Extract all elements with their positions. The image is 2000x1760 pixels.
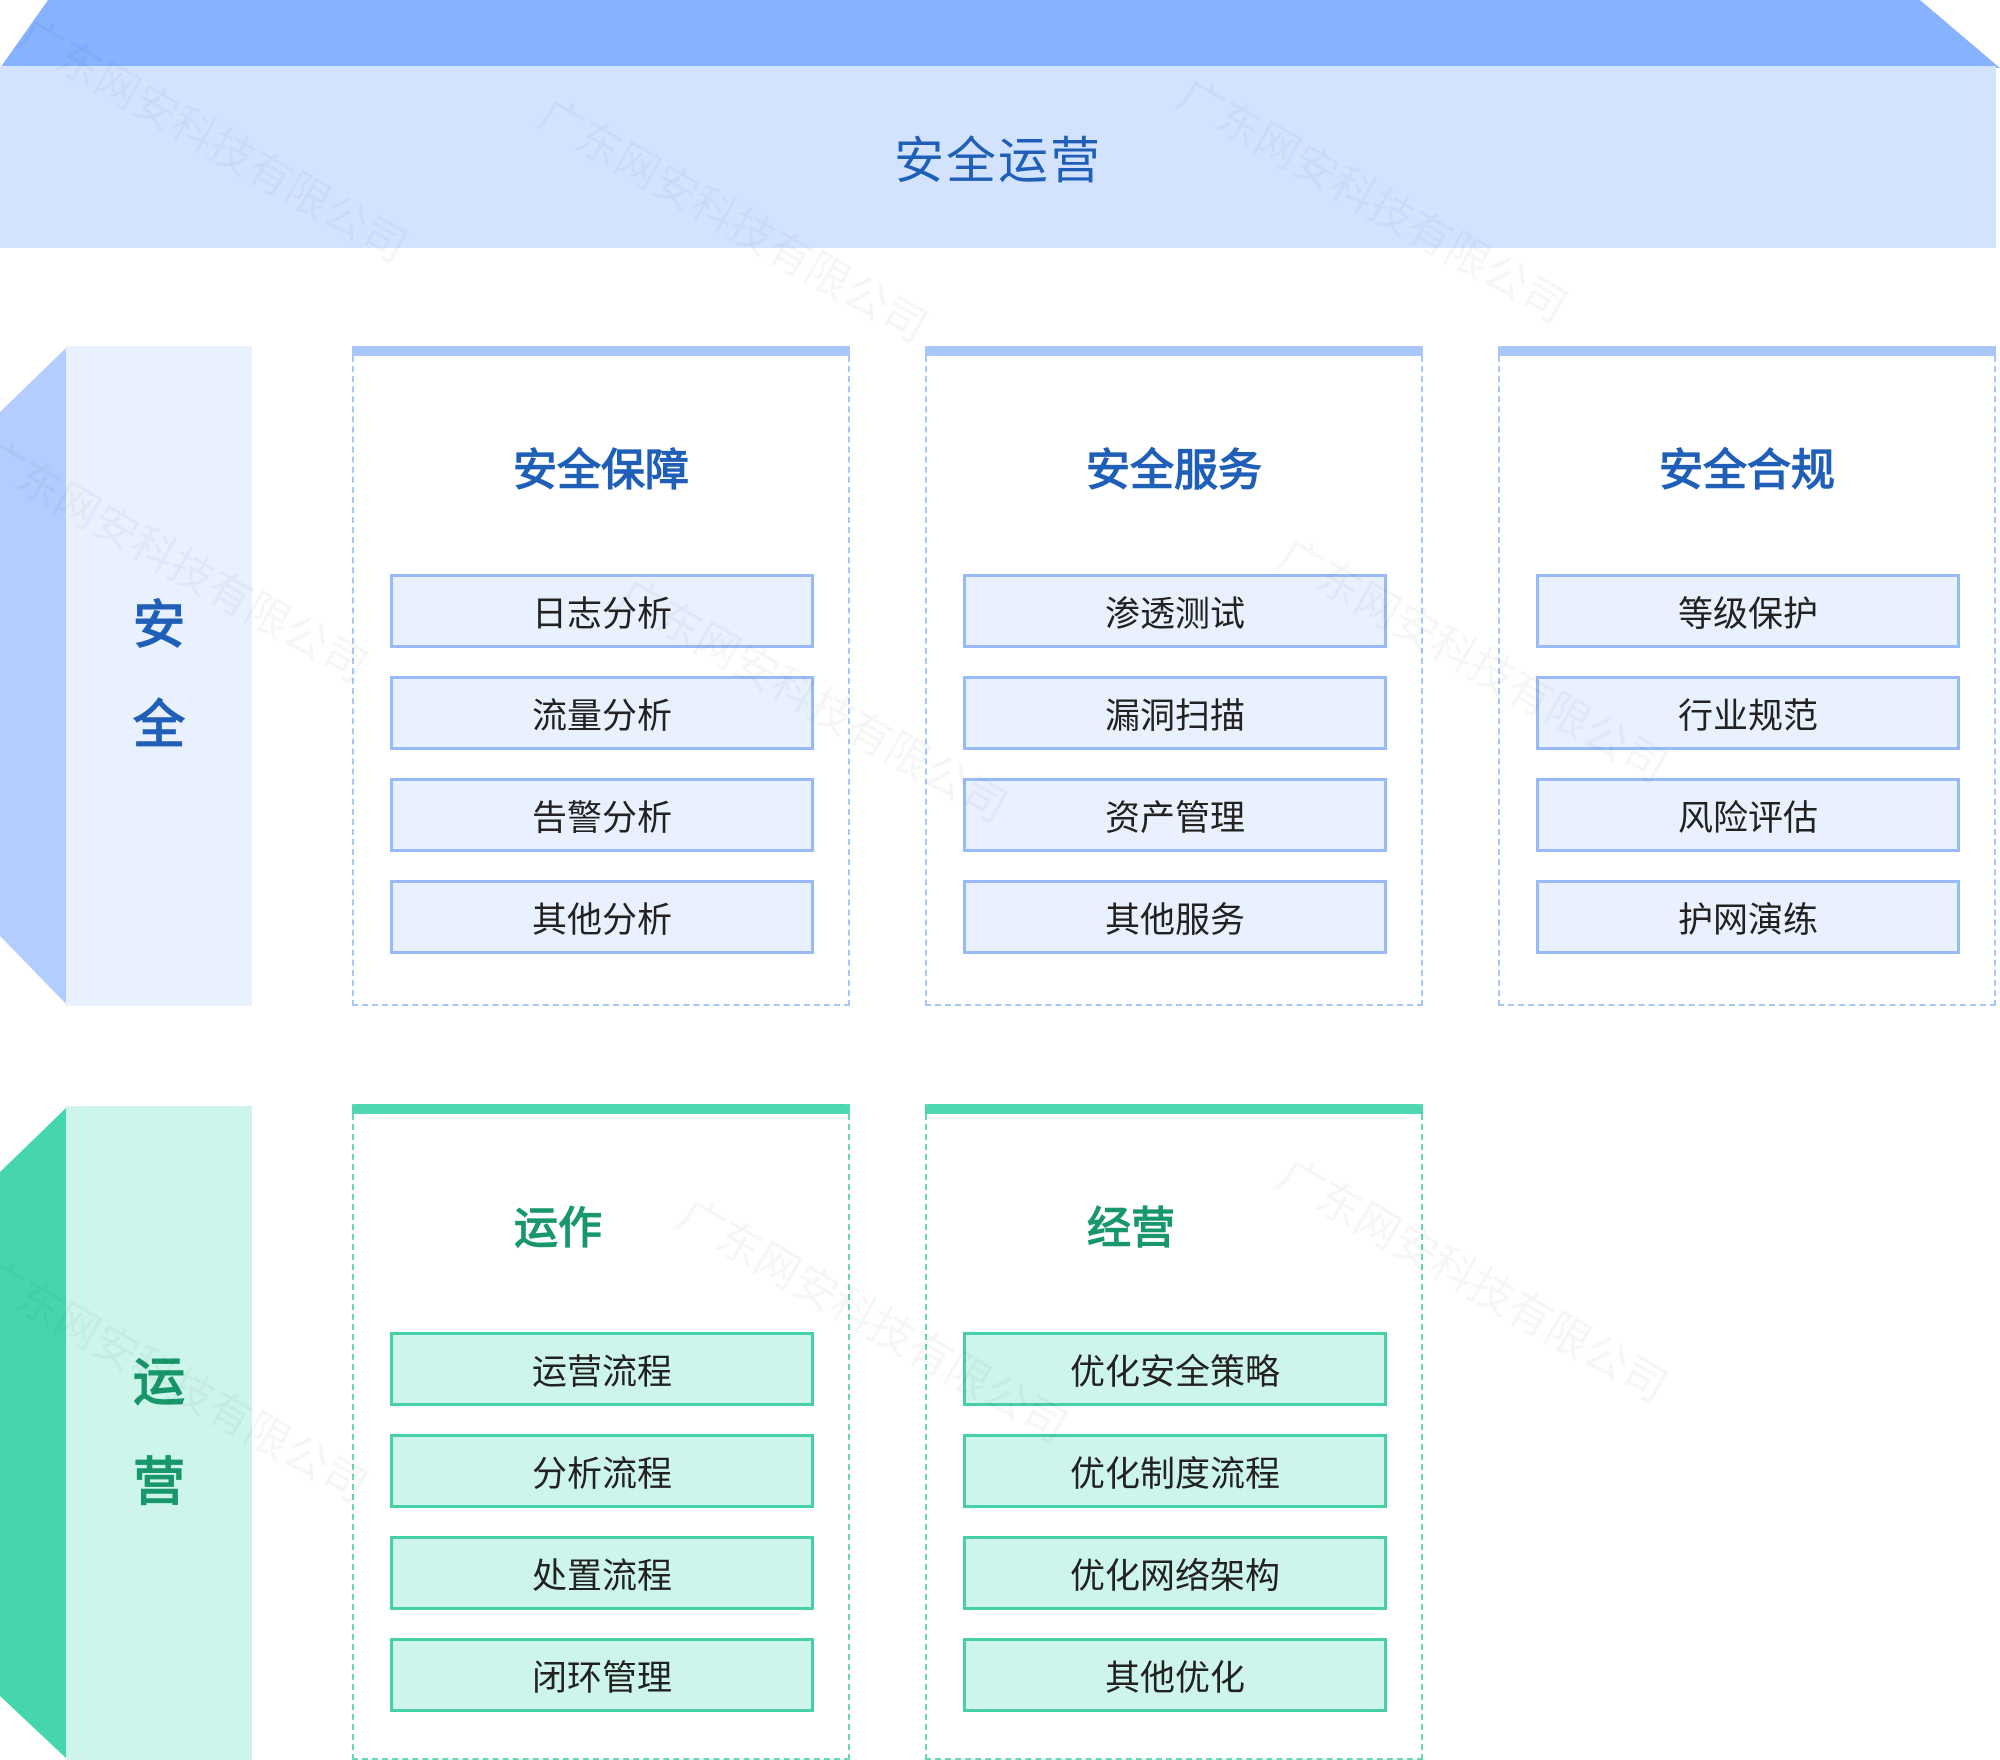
panel-accent-bar — [1498, 346, 1996, 356]
panel-title: 安全服务 — [1086, 445, 1262, 496]
item-vulnerability-scan[interactable]: 漏洞扫描 — [963, 676, 1387, 750]
item-closed-loop-management[interactable]: 闭环管理 — [390, 1638, 814, 1712]
item-classified-protection[interactable]: 等级保护 — [1536, 574, 1960, 648]
panel-security-compliance: 安全合规 等级保护 行业规范 风险评估 护网演练 — [1498, 346, 1996, 1006]
item-optimize-system-process[interactable]: 优化制度流程 — [963, 1434, 1387, 1508]
panel-title: 安全合规 — [1659, 445, 1835, 496]
side-char: 全 — [132, 696, 185, 756]
operations-side-label: 运 营 — [66, 1106, 252, 1760]
panel-accent-bar — [352, 1104, 850, 1114]
panel-title: 安全保障 — [513, 445, 689, 496]
side-char: 营 — [132, 1453, 185, 1513]
side-char: 运 — [132, 1353, 185, 1413]
item-other-optimization[interactable]: 其他优化 — [963, 1638, 1387, 1712]
panel-security-services: 安全服务 渗透测试 漏洞扫描 资产管理 其他服务 — [925, 346, 1423, 1006]
security-side-label: 安 全 — [66, 346, 252, 1006]
item-log-analysis[interactable]: 日志分析 — [390, 574, 814, 648]
panel-title: 经营 — [1087, 1203, 1175, 1254]
panel-security-assurance: 安全保障 日志分析 流量分析 告警分析 其他分析 — [352, 346, 850, 1006]
item-asset-management[interactable]: 资产管理 — [963, 778, 1387, 852]
item-industry-standards[interactable]: 行业规范 — [1536, 676, 1960, 750]
banner: 安全运营 — [0, 66, 1996, 248]
panel-accent-bar — [925, 346, 1423, 356]
operations-side-bevel — [0, 1106, 68, 1760]
item-alert-analysis[interactable]: 告警分析 — [390, 778, 814, 852]
item-network-drill[interactable]: 护网演练 — [1536, 880, 1960, 954]
security-side-bevel — [0, 346, 68, 1006]
item-risk-assessment[interactable]: 风险评估 — [1536, 778, 1960, 852]
item-other-services[interactable]: 其他服务 — [963, 880, 1387, 954]
panel-business: 经营 优化安全策略 优化制度流程 优化网络架构 其他优化 — [925, 1104, 1423, 1760]
panel-accent-bar — [352, 346, 850, 356]
item-optimize-network-architecture[interactable]: 优化网络架构 — [963, 1536, 1387, 1610]
item-traffic-analysis[interactable]: 流量分析 — [390, 676, 814, 750]
panel-accent-bar — [925, 1104, 1423, 1114]
page-title: 安全运营 — [894, 132, 1102, 190]
item-other-analysis[interactable]: 其他分析 — [390, 880, 814, 954]
item-analysis-process[interactable]: 分析流程 — [390, 1434, 814, 1508]
item-penetration-test[interactable]: 渗透测试 — [963, 574, 1387, 648]
panel-operation: 运作 运营流程 分析流程 处置流程 闭环管理 — [352, 1104, 850, 1760]
item-optimize-security-policy[interactable]: 优化安全策略 — [963, 1332, 1387, 1406]
item-ops-process[interactable]: 运营流程 — [390, 1332, 814, 1406]
banner-top-bevel — [0, 0, 2000, 68]
item-disposal-process[interactable]: 处置流程 — [390, 1536, 814, 1610]
side-char: 安 — [132, 596, 185, 656]
panel-title: 运作 — [514, 1203, 602, 1254]
